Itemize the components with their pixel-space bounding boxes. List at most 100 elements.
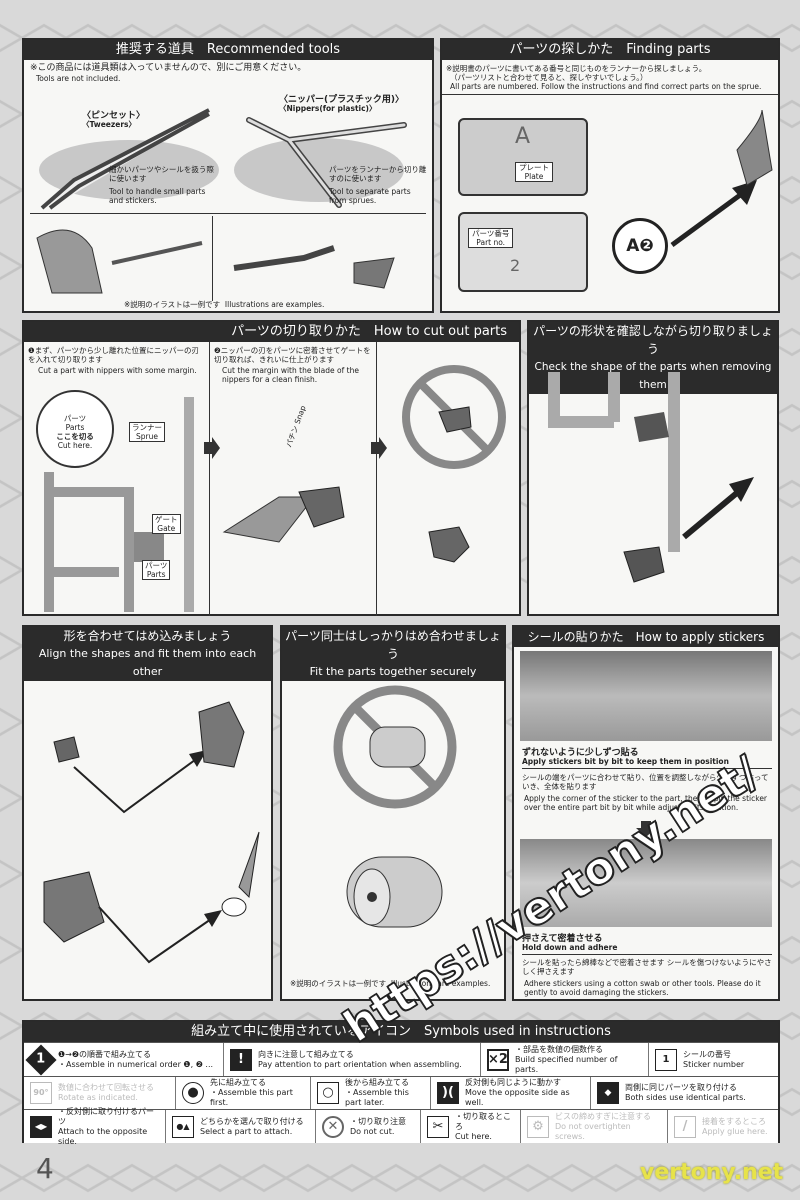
legend-jp: 接着をするところ (702, 1116, 766, 1126)
stickers-panel: シールの貼りかた How to apply stickers ずれないように少し… (512, 625, 780, 1001)
step1-heading-en: Apply stickers bit by bit to keep them i… (522, 757, 772, 769)
icon-text: 1 (36, 1051, 46, 1067)
section-title: シールの貼りかた How to apply stickers (514, 627, 778, 647)
sticker-photo-1 (520, 651, 772, 741)
sprue-jp: ランナー (132, 423, 162, 432)
legend-jp: 後から組み立てる (345, 1078, 409, 1087)
multiply-icon: ×2 (487, 1048, 509, 1071)
nippers-label: 〈ニッパー(プラスチック用)〉 (279, 95, 405, 105)
divider (209, 342, 210, 616)
align-shapes-panel: 形を合わせてはめ込みましょう Align the shapes and fit … (22, 625, 273, 1001)
legend-item: ● 先に組み立てる・Assemble this part first. (176, 1077, 311, 1109)
partno-jp: パーツ番号 (472, 229, 510, 238)
note-jp: ※説明書のパーツに書いてある番号と同じものをランナーから探しましょう。 (446, 64, 707, 73)
legend-jp: ❶→❷の順番で組み立てる (58, 1049, 152, 1059)
part-illustration (428, 526, 470, 563)
note-en: Illustrations are examples. (224, 300, 325, 309)
legend-item: ○後から組み立てる・Assemble this part later. (311, 1077, 431, 1109)
screw-icon: ⚙ (527, 1115, 549, 1138)
legend-jp: ・切り取り注意 (350, 1116, 406, 1126)
tweezers-label: 〈ピンセット〉 (82, 111, 146, 121)
gate-en: Gate (157, 524, 176, 533)
part-callout: A❷ (612, 218, 668, 274)
section-title-en: Fit the parts together securely (282, 663, 504, 681)
legend-en: ・Assemble this part later. (345, 1088, 409, 1107)
step2-heading-en: Hold down and adhere (522, 943, 772, 955)
move-opposite-icon: )( (437, 1082, 459, 1104)
fit-securely-panel: パーツ同士はしっかりはめ合わせましょう Fit the parts togeth… (280, 625, 506, 1001)
cut-here-icon: ✂ (427, 1115, 449, 1138)
note-en: Tools are not included. (36, 74, 121, 83)
legend-en: Do not overtighten screws. (555, 1121, 631, 1141)
legend-title: 組み立て中に使用されているアイコン Symbols used in instru… (24, 1022, 778, 1042)
sprue-removal-illustration (548, 372, 754, 583)
legend-en: Sticker number (683, 1059, 745, 1069)
section-title: パーツの切り取りかた How to cut out parts (24, 322, 519, 342)
section-title-en: Check the shape of the parts when removi… (529, 358, 777, 394)
legend-jp: 数値に合わせて回転させる (58, 1083, 154, 1092)
note-jp: ※この商品には道具類は入っていませんので、別にご用意ください。 (30, 63, 307, 73)
legend-en: Both sides use identical parts. (625, 1093, 746, 1102)
arrow-right-icon (204, 437, 220, 459)
parts-jp: パーツ (63, 414, 87, 423)
sprue-bar (184, 397, 194, 612)
section-title-jp: パーツ同士はしっかりはめ合わせましょう (282, 627, 504, 663)
plate-letter: A (515, 124, 531, 149)
legend-jp: ・切り取るところ (455, 1111, 511, 1131)
note-jp: ※説明のイラストは一例です (124, 300, 221, 309)
note-en: All parts are numbered. Follow the instr… (442, 82, 778, 95)
nipper-cut-illustration (222, 486, 345, 543)
legend-en: ・Assemble in numerical order ❶, ❷ ... (58, 1059, 214, 1069)
section-title-jp: パーツの形状を確認しながら切り取りましょう (529, 322, 777, 358)
prohibited-icon (333, 685, 457, 809)
legend-en: ・Assemble this part first. (210, 1088, 293, 1107)
divider (376, 342, 377, 616)
legend-en: Select a part to attach. (200, 1126, 293, 1136)
legend-en: Move the opposite side as well. (465, 1088, 570, 1107)
divider (30, 213, 426, 214)
arrow-icon (670, 110, 773, 248)
section-title: パーツの探しかた Finding parts (442, 40, 778, 60)
brand-watermark: vertony.net (640, 1160, 784, 1185)
plate-jp: プレート (519, 163, 549, 172)
section-title-jp: 形を合わせてはめ込みましょう (24, 627, 271, 645)
note-en: Illustrations are examples. (390, 979, 491, 988)
finding-parts-panel: パーツの探しかた Finding parts ※説明書のパーツに書いてある番号と… (440, 38, 780, 313)
legend-jp: ・反対側に取り付けるパーツ (58, 1106, 154, 1126)
nippers-desc-jp: パーツをランナーから切り離すのに使います (329, 165, 427, 183)
section-title: 推奨する道具 Recommended tools (24, 40, 432, 60)
check-shape-panel: パーツの形状を確認しながら切り取りましょう Check the shape of… (527, 320, 779, 616)
parts-jp: パーツ (145, 561, 168, 570)
cut-here-en: Cut here. (57, 441, 93, 450)
legend-jp: ビスの締めすぎに注意する (555, 1111, 651, 1121)
step2-heading-jp: 押さえて密着させる (522, 934, 603, 944)
parts-en: Parts (146, 570, 166, 579)
legend-en: Attach to the opposite side. (58, 1126, 148, 1146)
sticker-photo-2 (520, 839, 772, 927)
legend-jp: ・部品を数値の個数作る (515, 1044, 603, 1054)
legend-jp: シールの番号 (683, 1049, 731, 1059)
tweezers-usage-illustration (36, 229, 203, 294)
symbols-legend: 組み立て中に使用されているアイコン Symbols used in instru… (22, 1020, 780, 1146)
step1-jp: ❶まず、パーツから少し離れた位置にニッパーの刃を入れて切り取ります (28, 346, 200, 364)
numbered-diamond-icon: 1 (25, 1043, 57, 1076)
part-number: 2 (510, 256, 521, 275)
page-number: 4 (36, 1152, 54, 1185)
legend-jp: 先に組み立てる (210, 1078, 266, 1087)
legend-row: 1 ❶→❷の順番で組み立てる・Assemble in numerical orde… (24, 1042, 778, 1076)
step1-en: Cut a part with nippers with some margin… (38, 366, 197, 375)
tweezers-desc-en: Tool to handle small parts and stickers. (109, 187, 206, 205)
assemble-first-icon: ● (182, 1082, 204, 1104)
sprue-illustration (44, 472, 164, 612)
